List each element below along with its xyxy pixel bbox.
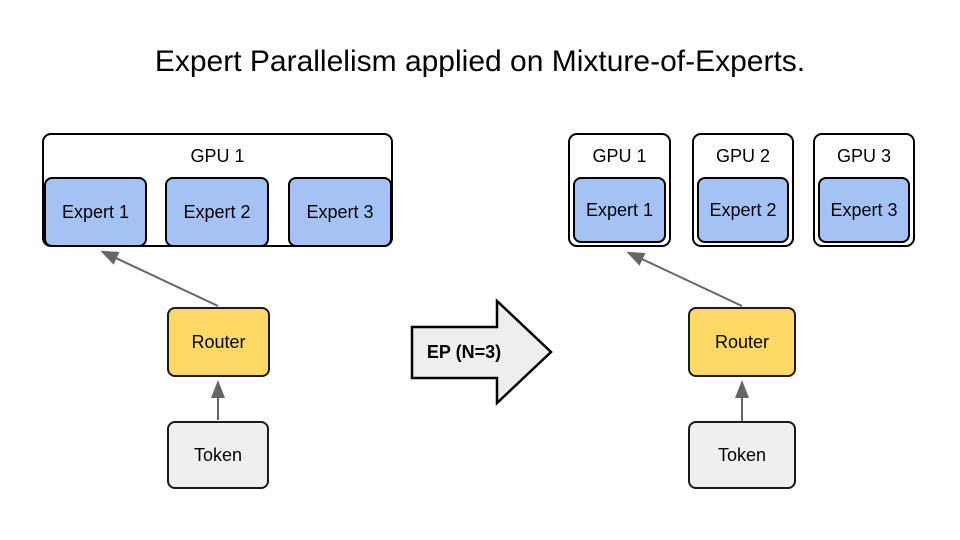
left-gpu-label: GPU 1 bbox=[190, 145, 245, 166]
left-expert-3-box: Expert 3 bbox=[288, 177, 392, 247]
right-router-box: Router bbox=[688, 307, 796, 377]
left-token-box: Token bbox=[167, 421, 269, 489]
right-gpu-1-box: GPU 1 Expert 1 bbox=[568, 133, 671, 247]
left-expert-1-box: Expert 1 bbox=[44, 177, 147, 247]
right-gpu-3-label: GPU 3 bbox=[836, 145, 892, 166]
diagram-title: Expert Parallelism applied on Mixture-of… bbox=[154, 45, 806, 78]
right-gpu-2-label: GPU 2 bbox=[715, 145, 771, 166]
left-router-box: Router bbox=[167, 307, 270, 377]
right-expert-3-box: Expert 3 bbox=[818, 177, 910, 243]
left-expert-2-box: Expert 2 bbox=[165, 177, 269, 247]
ep-arrow-label: EP (N=3) bbox=[426, 341, 502, 362]
right-token-box: Token bbox=[688, 421, 796, 489]
right-gpu-3-box: GPU 3 Expert 3 bbox=[813, 133, 915, 247]
right-router-to-expert1-arrow bbox=[626, 251, 743, 307]
right-gpu-1-label: GPU 1 bbox=[592, 145, 647, 166]
right-expert-1-box: Expert 1 bbox=[573, 177, 666, 243]
right-expert-2-box: Expert 2 bbox=[697, 177, 789, 243]
right-gpu-2-box: GPU 2 Expert 2 bbox=[692, 133, 794, 247]
left-router-to-expert1-arrow bbox=[100, 250, 219, 307]
